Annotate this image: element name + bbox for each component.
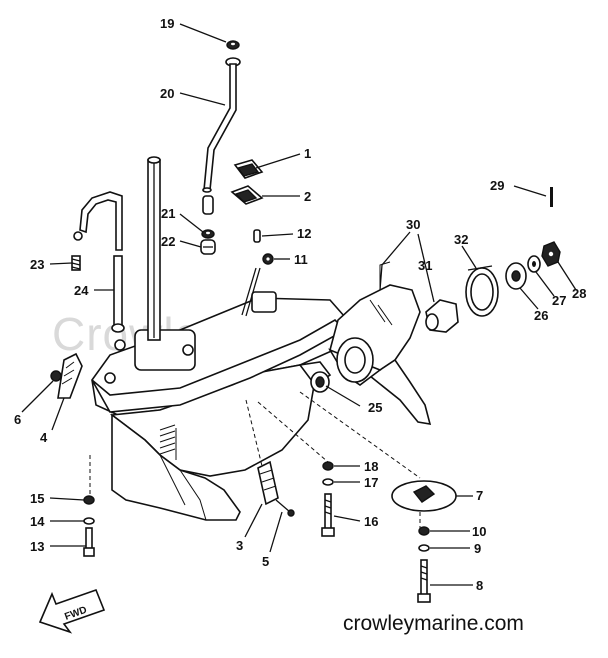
callout-29: 29 xyxy=(490,178,504,193)
part-7-cover xyxy=(391,480,457,512)
fwd-arrow: FWD xyxy=(38,588,106,634)
callout-13: 13 xyxy=(30,539,44,554)
drive-shaft xyxy=(147,156,161,341)
part-28-nut xyxy=(541,241,561,267)
callout-6: 6 xyxy=(14,412,21,427)
part-11-nut xyxy=(262,253,274,265)
part-19-grommet xyxy=(226,40,240,50)
part-15-washer xyxy=(83,495,95,505)
part-5-bolt xyxy=(275,499,295,517)
part-17-washer xyxy=(322,478,334,486)
callout-7: 7 xyxy=(476,488,483,503)
part-26-washer xyxy=(505,262,527,290)
callout-28: 28 xyxy=(572,286,586,301)
callout-30: 30 xyxy=(406,217,420,232)
part-27-washer xyxy=(527,255,541,273)
part-2-plate xyxy=(230,185,264,205)
leader-lines xyxy=(21,23,577,586)
callouts: 19 20 1 2 21 22 12 11 23 24 6 4 15 14 13… xyxy=(14,16,586,593)
callout-15: 15 xyxy=(30,491,44,506)
alignment-lines xyxy=(89,391,421,528)
callout-9: 9 xyxy=(474,541,481,556)
callout-18: 18 xyxy=(364,459,378,474)
part-21-seal xyxy=(201,229,215,239)
callout-10: 10 xyxy=(472,524,486,539)
part-14-washer xyxy=(83,517,95,525)
part-18-washer xyxy=(322,461,334,471)
callout-4: 4 xyxy=(40,430,48,445)
callout-24: 24 xyxy=(74,283,89,298)
callout-31: 31 xyxy=(418,258,432,273)
part-1-seal xyxy=(233,159,264,179)
callout-21: 21 xyxy=(161,206,175,221)
callout-22: 22 xyxy=(161,234,175,249)
part-6-screw xyxy=(50,370,62,382)
part-12-pin xyxy=(253,229,261,243)
callout-2: 2 xyxy=(304,189,311,204)
part-31-spacer xyxy=(425,299,459,333)
part-24-rod xyxy=(111,255,125,333)
callout-32: 32 xyxy=(454,232,468,247)
callout-11: 11 xyxy=(294,252,308,267)
part-9-washer xyxy=(418,544,430,552)
callout-1: 1 xyxy=(304,146,311,161)
callout-23: 23 xyxy=(30,257,44,272)
part-25-thrust-washer xyxy=(310,371,330,393)
callout-26: 26 xyxy=(534,308,548,323)
callout-3: 3 xyxy=(236,538,243,553)
callout-16: 16 xyxy=(364,514,378,529)
part-16-bolt xyxy=(321,493,335,537)
part-13-bolt xyxy=(83,527,95,557)
callout-5: 5 xyxy=(262,554,269,569)
callout-14: 14 xyxy=(30,514,45,529)
callout-27: 27 xyxy=(552,293,566,308)
callout-25: 25 xyxy=(368,400,382,415)
tube-piece xyxy=(202,195,214,215)
part-29-cotter-pin xyxy=(550,187,553,207)
callout-12: 12 xyxy=(297,226,311,241)
part-32-sleeve xyxy=(465,265,499,317)
part-30-propeller xyxy=(328,261,432,425)
part-4-anode xyxy=(57,352,83,399)
shift-rod xyxy=(241,267,261,317)
part-8-bolt xyxy=(417,559,431,603)
part-10-washer xyxy=(418,526,430,536)
part-22-grommet xyxy=(200,239,216,255)
callout-19: 19 xyxy=(160,16,174,31)
callout-8: 8 xyxy=(476,578,483,593)
callout-20: 20 xyxy=(160,86,174,101)
website-text: crowleymarine.com xyxy=(343,612,524,635)
part-23-screw xyxy=(71,255,81,271)
lower-unit-housing xyxy=(91,291,353,521)
hose-clamp xyxy=(73,191,123,251)
callout-17: 17 xyxy=(364,475,378,490)
part-3-anode xyxy=(257,460,279,506)
part-20-water-tube xyxy=(202,57,241,193)
